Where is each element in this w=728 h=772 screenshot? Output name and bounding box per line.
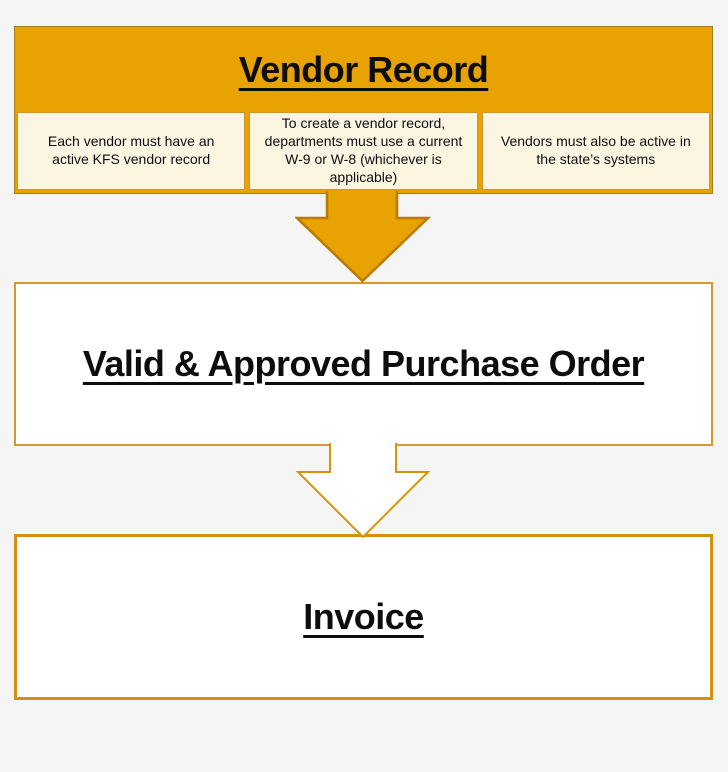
vendor-record-title: Vendor Record [238, 48, 489, 90]
vendor-note-w9-w8: To create a vendor record, departments m… [249, 112, 478, 190]
vendor-notes-row: Each vendor must have an active KFS vend… [15, 112, 712, 193]
invoice-title: Invoice [303, 596, 424, 637]
purchase-order-box: Valid & Approved Purchase Order [14, 282, 713, 446]
vendor-record-header: Vendor Record [15, 27, 712, 112]
vendor-note-kfs-record: Each vendor must have an active KFS vend… [17, 112, 246, 190]
purchase-order-title: Valid & Approved Purchase Order [82, 343, 645, 384]
invoice-box: Invoice [14, 534, 713, 700]
arrow-down-solid-icon [295, 191, 431, 283]
vendor-record-block: Vendor Record Each vendor must have an a… [14, 26, 713, 194]
vendor-note-state-systems: Vendors must also be active in the state… [481, 112, 710, 190]
arrow-down-outline-icon [295, 443, 431, 539]
